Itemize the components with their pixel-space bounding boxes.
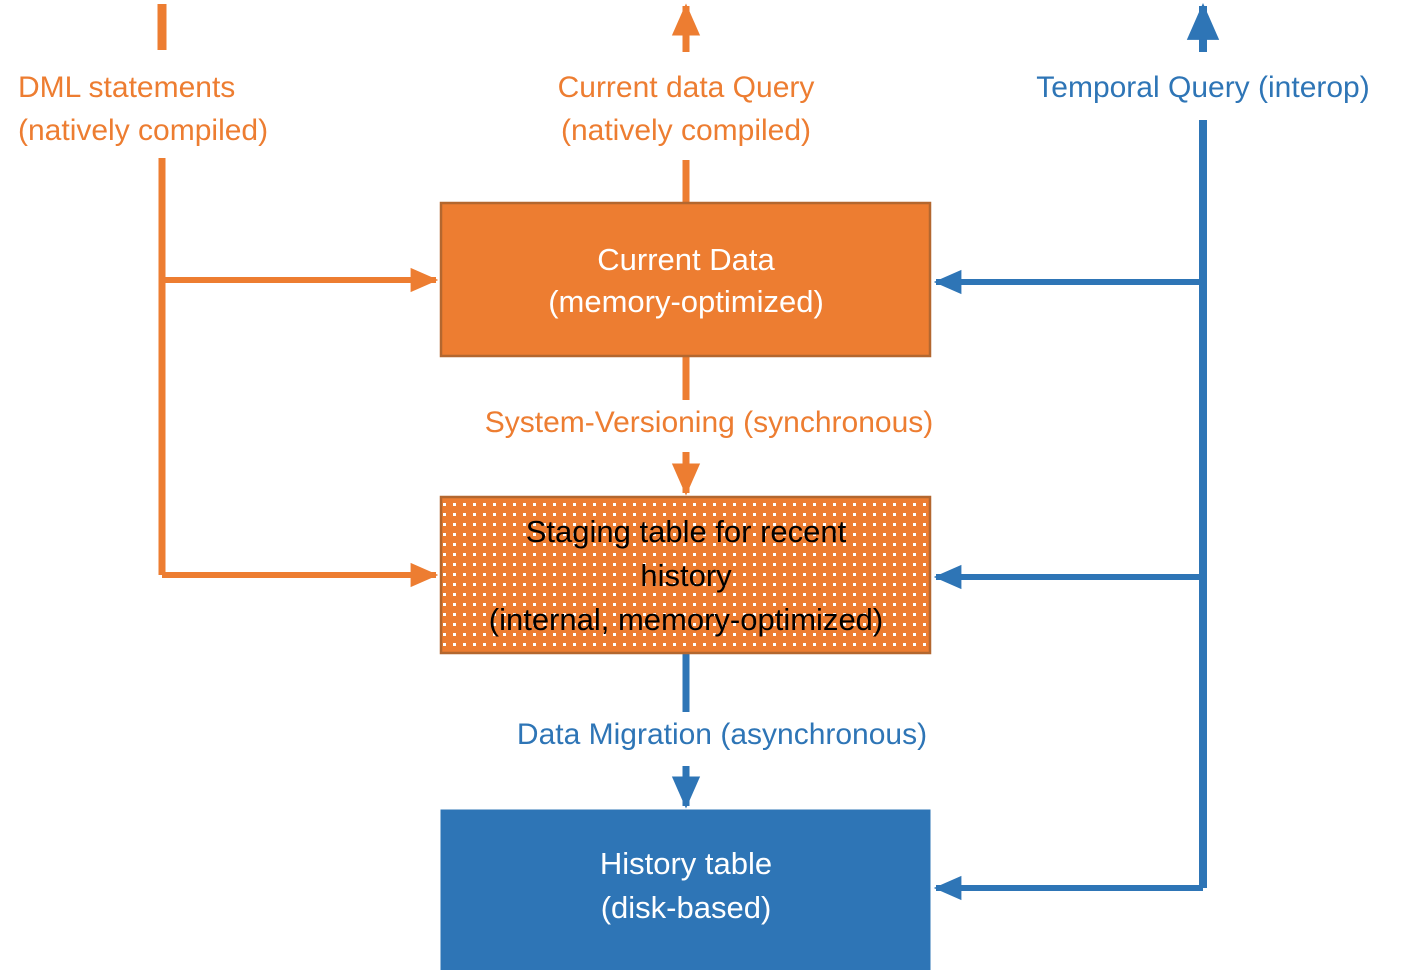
node-current-data-box [439, 201, 932, 358]
edge-label-dml-statements: DML statements (natively compiled) [18, 71, 268, 147]
node-history-table-box [440, 809, 931, 970]
node-staging-table[interactable]: Staging table for recent history (intern… [439, 495, 932, 655]
node-staging-table-line1: Staging table for recent [526, 514, 847, 549]
node-staging-table-box [439, 495, 932, 655]
edge-label-dml-statements-line1: DML statements [18, 71, 235, 104]
edge-label-current-data-query: Current data Query (natively compiled) [558, 71, 815, 147]
edge-label-temporal-query: Temporal Query (interop) [1036, 71, 1369, 104]
edge-label-dml-statements-line2: (natively compiled) [18, 114, 268, 147]
node-history-table[interactable]: History table (disk-based) [440, 809, 931, 970]
node-staging-table-line2: history [640, 558, 732, 593]
node-current-data-line2: (memory-optimized) [548, 284, 824, 319]
edge-label-data-migration: Data Migration (asynchronous) [517, 718, 927, 751]
edge-label-current-data-query-line1: Current data Query [558, 71, 815, 104]
node-current-data[interactable]: Current Data (memory-optimized) [439, 201, 932, 358]
edge-label-system-versioning: System-Versioning (synchronous) [485, 406, 934, 439]
edge-label-system-versioning-line1: System-Versioning (synchronous) [485, 406, 934, 439]
node-history-table-line1: History table [600, 846, 772, 881]
node-staging-table-line3: (internal, memory-optimized) [489, 602, 884, 637]
edge-label-current-data-query-line2: (natively compiled) [561, 114, 811, 147]
node-history-table-line2: (disk-based) [601, 890, 772, 925]
edge-label-temporal-query-line1: Temporal Query (interop) [1036, 71, 1369, 104]
node-current-data-line1: Current Data [597, 242, 775, 277]
edge-label-data-migration-line1: Data Migration (asynchronous) [517, 718, 927, 751]
